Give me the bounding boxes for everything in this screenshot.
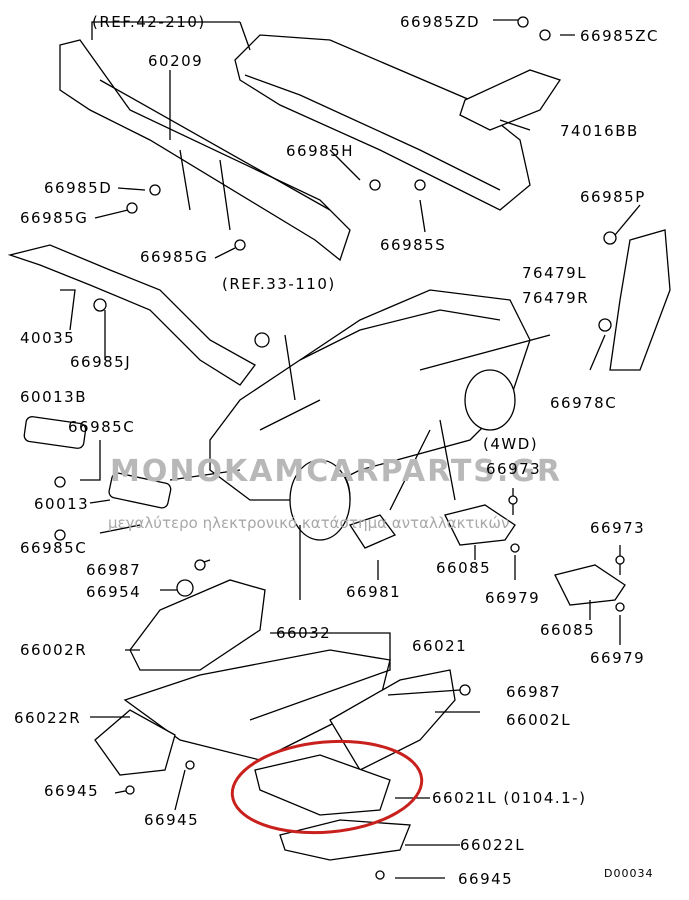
undercover-66021 bbox=[123, 649, 391, 761]
label-66985s: 66985S bbox=[380, 236, 447, 254]
undercover-66002r bbox=[129, 579, 266, 671]
label-66022l: 66022L bbox=[460, 836, 526, 854]
label-66021: 66021 bbox=[412, 637, 468, 655]
label-66985p: 66985P bbox=[580, 188, 646, 206]
cover-66085-b bbox=[554, 564, 626, 606]
cover-66085-a bbox=[444, 504, 516, 546]
label-66021l: 66021L (0104.1-) bbox=[432, 789, 587, 807]
label-66985h: 66985H bbox=[286, 142, 354, 160]
undercover-66021l bbox=[254, 754, 391, 816]
bracket-76479 bbox=[609, 229, 671, 371]
label-66985j: 66985J bbox=[70, 353, 132, 371]
label-ref-42-210: (REF.42-210) bbox=[92, 13, 206, 31]
label-66985zc: 66985ZC bbox=[580, 27, 659, 45]
label-66981: 66981 bbox=[346, 583, 402, 601]
label-66945-2: 66945 bbox=[144, 811, 200, 829]
duct-60013 bbox=[108, 472, 172, 509]
label-66985c-1: 66985C bbox=[68, 418, 136, 436]
car-body bbox=[209, 289, 531, 501]
undercover-66022r bbox=[94, 709, 176, 776]
label-66085-1: 66085 bbox=[436, 559, 492, 577]
cowl-panel bbox=[234, 34, 531, 211]
pad-66981 bbox=[348, 514, 397, 549]
label-66987-1: 66987 bbox=[86, 561, 142, 579]
label-66973-2: 66973 bbox=[590, 519, 646, 537]
label-66985d: 66985D bbox=[44, 179, 113, 197]
label-66002l: 66002L bbox=[506, 711, 572, 729]
label-66985g-2: 66985G bbox=[140, 248, 209, 266]
label-66022r: 66022R bbox=[14, 709, 82, 727]
highlight-ellipse bbox=[230, 739, 424, 835]
label-66979-2: 66979 bbox=[590, 649, 646, 667]
label-60209: 60209 bbox=[148, 52, 204, 70]
bracket-74016 bbox=[459, 69, 562, 131]
diagram-code: D00034 bbox=[604, 867, 654, 880]
label-66945-3: 66945 bbox=[458, 870, 514, 888]
label-74016bb: 74016BB bbox=[560, 122, 639, 140]
label-76479r: 76479R bbox=[522, 289, 590, 307]
label-66945-1: 66945 bbox=[44, 782, 100, 800]
label-66979-1: 66979 bbox=[485, 589, 541, 607]
crossmember-60209 bbox=[59, 39, 351, 262]
label-60013: 60013 bbox=[34, 495, 90, 513]
label-66985zd: 66985ZD bbox=[400, 13, 481, 31]
label-66002r: 66002R bbox=[20, 641, 88, 659]
watermark-brand: MONOKAMCARPARTS.GR bbox=[110, 454, 563, 489]
label-4wd: (4WD) bbox=[483, 435, 539, 453]
duct-60013b bbox=[23, 416, 87, 449]
label-66085-2: 66085 bbox=[540, 621, 596, 639]
label-60013b: 60013B bbox=[20, 388, 88, 406]
label-66987-2: 66987 bbox=[506, 683, 562, 701]
label-76479l: 76479L bbox=[522, 264, 588, 282]
label-66973-1: 66973 bbox=[486, 460, 542, 478]
label-66978c: 66978C bbox=[550, 394, 618, 412]
label-66032: 66032 bbox=[276, 624, 332, 642]
label-66954: 66954 bbox=[86, 583, 142, 601]
label-40035: 40035 bbox=[20, 329, 76, 347]
label-66985c-2: 66985C bbox=[20, 539, 88, 557]
reinforcement-40035 bbox=[7, 244, 256, 386]
undercover-66022l bbox=[279, 819, 411, 861]
watermark-tagline: μεγαλύτερο ηλεκτρονικό κατάστημα ανταλλα… bbox=[108, 514, 510, 532]
label-ref-33-110: (REF.33-110) bbox=[222, 275, 336, 293]
label-66985g-1: 66985G bbox=[20, 209, 89, 227]
